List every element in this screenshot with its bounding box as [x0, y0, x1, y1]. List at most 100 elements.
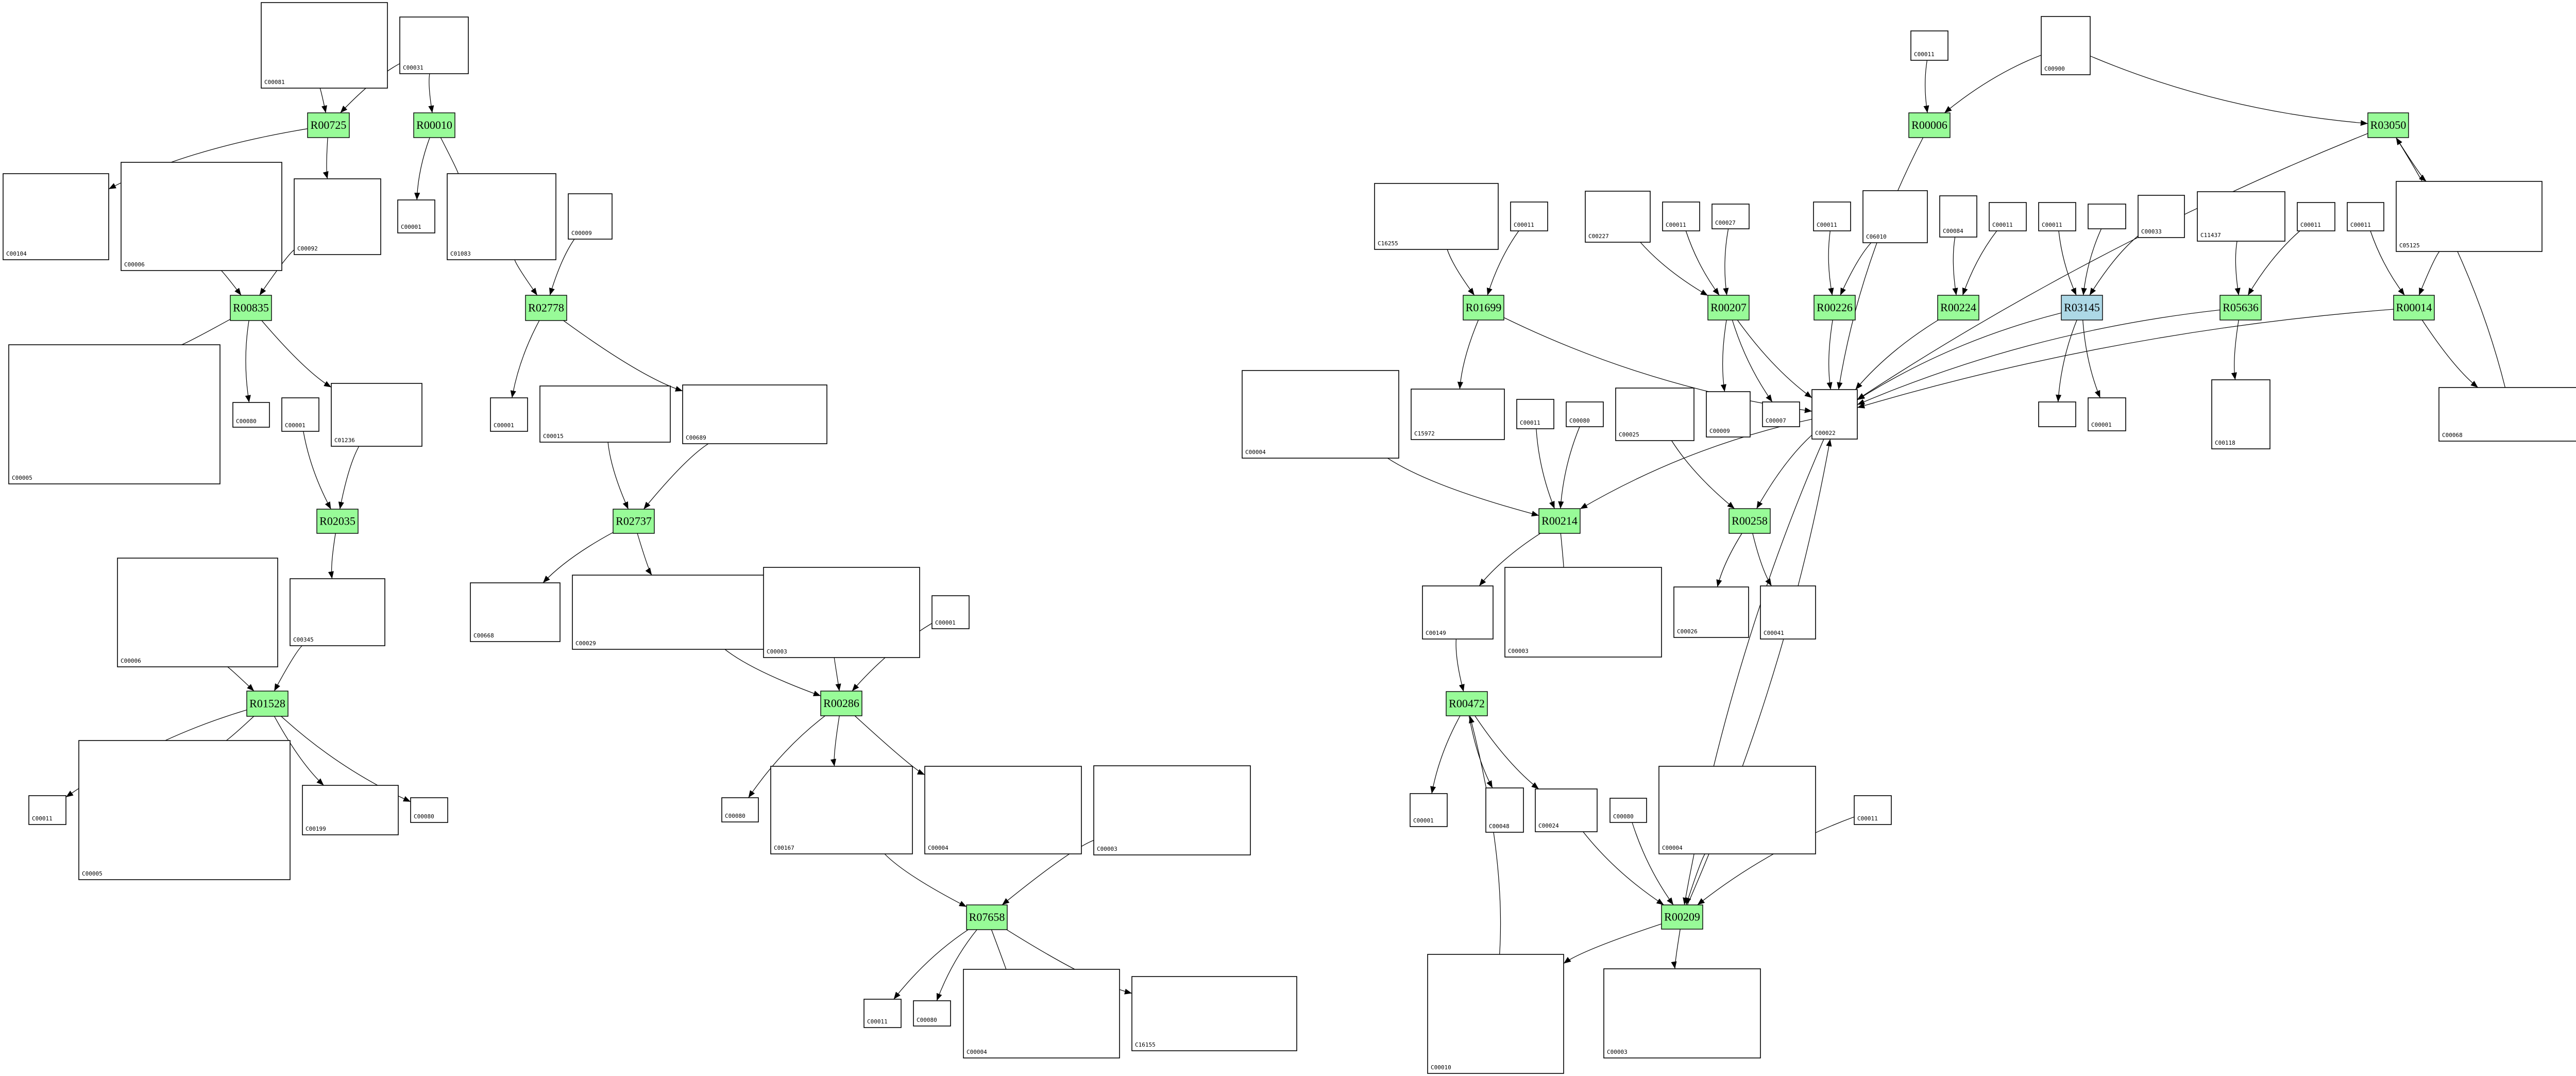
compound-box[interactable]: [1811, 389, 1858, 440]
compound-node[interactable]: C00005: [8, 344, 221, 484]
compound-box[interactable]: [1939, 195, 1977, 238]
compound-node[interactable]: C00011: [28, 795, 66, 825]
compound-box[interactable]: [121, 162, 282, 271]
compound-box[interactable]: [2088, 397, 2126, 431]
reaction-box[interactable]: [2061, 295, 2103, 321]
compound-node[interactable]: C00003: [1504, 567, 1662, 658]
compound-node[interactable]: C00033: [2138, 195, 2185, 238]
reaction-node[interactable]: R01699: [1463, 295, 1504, 321]
compound-box[interactable]: [572, 575, 784, 650]
reaction-box[interactable]: [1937, 295, 1979, 321]
reaction-box[interactable]: [1463, 295, 1504, 321]
compound-node[interactable]: C00004: [963, 969, 1120, 1058]
compound-node[interactable]: C00080: [913, 1000, 951, 1027]
compound-node[interactable]: C00027: [1711, 204, 1750, 229]
compound-node[interactable]: C00011: [1813, 201, 1851, 231]
compound-box[interactable]: [1427, 954, 1564, 1074]
compound-box[interactable]: [1485, 787, 1524, 833]
compound-box[interactable]: [2438, 387, 2576, 442]
compound-box[interactable]: [2347, 202, 2384, 231]
compound-box[interactable]: [447, 173, 556, 260]
reaction-box[interactable]: [1707, 295, 1750, 321]
reaction-box[interactable]: [307, 112, 350, 138]
reaction-node[interactable]: R00226: [1814, 295, 1856, 321]
compound-box[interactable]: [1711, 204, 1750, 229]
compound-box[interactable]: [2038, 401, 2076, 427]
compound-node[interactable]: C00004: [1242, 370, 1399, 459]
compound-box[interactable]: [1615, 388, 1694, 441]
compound-box[interactable]: [721, 797, 759, 822]
compound-box[interactable]: [2197, 191, 2285, 242]
compound-node[interactable]: C00004: [1658, 766, 1816, 854]
compound-box[interactable]: [2396, 181, 2543, 252]
compound-node[interactable]: C00900: [2041, 16, 2091, 75]
compound-box[interactable]: [1410, 793, 1448, 827]
compound-box[interactable]: [490, 397, 528, 432]
compound-node[interactable]: [2038, 401, 2076, 427]
reaction-box[interactable]: [413, 112, 455, 138]
compound-node[interactable]: C00005: [78, 740, 291, 880]
compound-box[interactable]: [2088, 204, 2126, 229]
compound-node[interactable]: C00009: [568, 193, 613, 240]
compound-box[interactable]: [470, 582, 561, 642]
compound-node[interactable]: C00001: [1410, 793, 1448, 827]
reaction-box[interactable]: [1446, 691, 1488, 716]
compound-box[interactable]: [2211, 379, 2270, 449]
compound-node[interactable]: C00668: [470, 582, 561, 642]
reaction-node[interactable]: R00286: [820, 691, 862, 716]
compound-node[interactable]: [2088, 204, 2126, 229]
compound-node[interactable]: C15972: [1411, 389, 1505, 440]
compound-node[interactable]: C00011: [1910, 30, 1948, 61]
compound-node[interactable]: C16155: [1131, 976, 1297, 1051]
compound-node[interactable]: C00003: [763, 567, 920, 658]
reaction-node[interactable]: R00472: [1446, 691, 1488, 716]
compound-box[interactable]: [1535, 788, 1598, 832]
compound-node[interactable]: C00118: [2211, 379, 2270, 449]
compound-node[interactable]: C16255: [1374, 183, 1499, 250]
compound-box[interactable]: [281, 397, 319, 432]
compound-node[interactable]: C00003: [1603, 968, 1761, 1058]
reaction-box[interactable]: [1908, 112, 1951, 138]
compound-box[interactable]: [232, 402, 270, 428]
reaction-node[interactable]: R05636: [2219, 295, 2262, 321]
compound-box[interactable]: [261, 2, 388, 89]
compound-box[interactable]: [682, 384, 827, 444]
compound-box[interactable]: [1813, 201, 1851, 231]
compound-node[interactable]: C00080: [410, 797, 448, 823]
compound-box[interactable]: [931, 595, 970, 629]
compound-box[interactable]: [963, 969, 1120, 1058]
compound-box[interactable]: [1516, 399, 1554, 429]
compound-node[interactable]: C00004: [924, 766, 1082, 854]
compound-node[interactable]: C11437: [2197, 191, 2285, 242]
reaction-node[interactable]: R00835: [230, 295, 272, 321]
reaction-box[interactable]: [1661, 904, 1703, 930]
compound-box[interactable]: [2138, 195, 2185, 238]
compound-node[interactable]: C01236: [331, 383, 422, 447]
compound-box[interactable]: [1862, 190, 1928, 243]
compound-node[interactable]: C00080: [1566, 401, 1604, 427]
compound-node[interactable]: C00011: [2038, 202, 2076, 231]
compound-node[interactable]: C05125: [2396, 181, 2543, 252]
compound-box[interactable]: [1762, 401, 1800, 427]
compound-box[interactable]: [1422, 585, 1494, 640]
compound-box[interactable]: [763, 567, 920, 658]
reaction-box[interactable]: [2393, 295, 2435, 321]
compound-node[interactable]: C00080: [721, 797, 759, 822]
compound-node[interactable]: C00084: [1939, 195, 1977, 238]
compound-box[interactable]: [117, 558, 278, 667]
reaction-node[interactable]: R02778: [525, 295, 567, 321]
reaction-node[interactable]: R03050: [2367, 112, 2409, 138]
compound-box[interactable]: [8, 344, 221, 484]
compound-box[interactable]: [1910, 30, 1948, 61]
compound-box[interactable]: [1989, 202, 2027, 231]
compound-node[interactable]: C00024: [1535, 788, 1598, 832]
compound-node[interactable]: C06010: [1862, 190, 1928, 243]
compound-node[interactable]: C00006: [121, 162, 282, 271]
compound-node[interactable]: C00048: [1485, 787, 1524, 833]
compound-box[interactable]: [924, 766, 1082, 854]
compound-node[interactable]: C00167: [770, 766, 913, 854]
reaction-node[interactable]: R00224: [1937, 295, 1979, 321]
reaction-node[interactable]: R00214: [1538, 508, 1581, 534]
compound-node[interactable]: C00001: [931, 595, 970, 629]
reaction-node[interactable]: R07658: [966, 904, 1008, 930]
